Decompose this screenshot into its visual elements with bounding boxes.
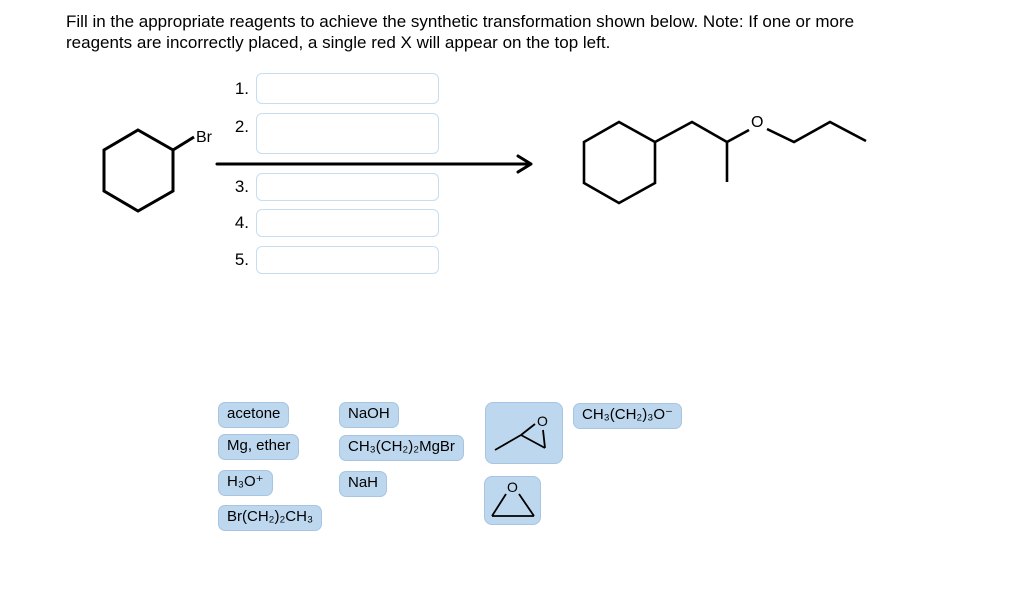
reagent-chip-butoxide[interactable]: CH₃(CH₂)₃O⁻	[573, 403, 682, 429]
methyloxirane-methyl-bond	[494, 434, 522, 451]
reaction-arrow-head	[516, 154, 533, 174]
reagent-chip-mg-ether[interactable]: Mg, ether	[218, 434, 300, 460]
reactant-cyclohexane-ring	[102, 128, 175, 213]
product-c-o-bond	[726, 128, 750, 144]
product-structure: O	[582, 114, 867, 205]
reagent-drop-box-4[interactable]	[256, 209, 439, 237]
step-4-number: 4.	[234, 213, 249, 232]
reagent-chip-acetone[interactable]: acetone	[218, 402, 290, 428]
reactant-structure: Br	[102, 128, 213, 213]
reagent-chip-h3o-plus[interactable]: H₃O⁺	[218, 470, 273, 496]
reactant-br-label: Br	[196, 129, 213, 146]
reactant-c-br-bond	[172, 135, 195, 152]
oxirane-structure: O	[491, 479, 535, 517]
product-propyl-bonds	[766, 120, 867, 144]
oxirane-bond-right	[518, 493, 535, 517]
methyloxirane-o-label: O	[537, 413, 548, 429]
oxirane-o-label: O	[507, 479, 518, 495]
product-o-label: O	[751, 114, 763, 131]
reagent-drop-box-2[interactable]	[256, 113, 439, 154]
reagent-chip-oxirane[interactable]: O	[484, 476, 541, 525]
reagent-chip-naoh[interactable]: NaOH	[339, 402, 399, 428]
step-3-number: 3.	[234, 177, 249, 196]
oxirane-bond-left	[491, 493, 507, 517]
problem-statement: Fill in the appropriate reagents to achi…	[66, 11, 971, 53]
reagent-drop-box-5[interactable]	[256, 246, 439, 274]
problem-statement-line1: Fill in the appropriate reagents to achi…	[66, 12, 855, 31]
product-cyclohexane-ring	[582, 120, 657, 205]
reaction-arrow	[215, 154, 533, 174]
step-5-number: 5.	[234, 250, 249, 269]
step-1-number: 1.	[234, 79, 249, 98]
reagent-chip-methyloxirane[interactable]: O	[485, 402, 563, 464]
reagent-chip-bromopropane[interactable]: Br(CH₂)₂CH₃	[218, 505, 323, 531]
reagent-drop-box-1[interactable]	[256, 73, 439, 104]
reagent-chip-nah[interactable]: NaH	[339, 471, 388, 497]
problem-statement-line2: reagents are incorrectly placed, a singl…	[66, 33, 611, 52]
methyloxirane-bond-right-o	[542, 429, 546, 449]
methyloxirane-bond-left-o	[520, 423, 536, 436]
methyloxirane-structure: O	[494, 413, 548, 451]
product-ch2-ch-bonds	[654, 120, 728, 144]
step-2-number: 2.	[234, 117, 249, 136]
methyloxirane-bond-base	[520, 434, 546, 449]
reagent-chip-propyl-mgbr[interactable]: CH₃(CH₂)₂MgBr	[339, 435, 464, 461]
reagent-drop-box-3[interactable]	[256, 173, 439, 201]
